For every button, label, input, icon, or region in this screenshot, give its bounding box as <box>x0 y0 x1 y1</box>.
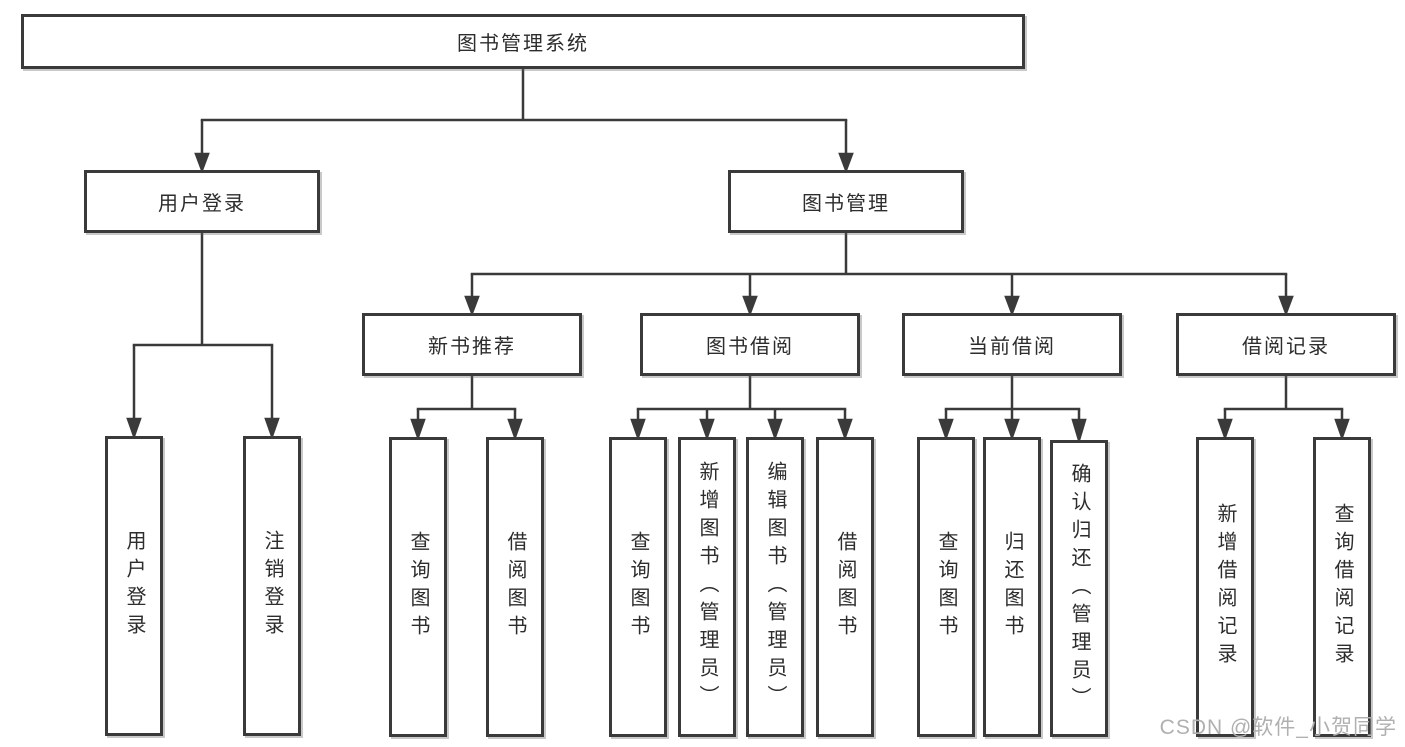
leaf-logout: 注销登录 <box>243 436 301 736</box>
leaf-borrow-books: 借阅图书 <box>816 437 874 737</box>
arrowhead <box>194 152 210 174</box>
arrowhead <box>837 418 853 441</box>
arrowhead <box>630 418 646 441</box>
leaf-borrow-books-recommend: 借阅图书 <box>486 437 544 737</box>
leaf-confirm-return-admin: 确认归还（管理员） <box>1050 440 1108 737</box>
leaf-query-books-recommend: 查询图书 <box>389 437 447 737</box>
leaf-user-login: 用户登录 <box>105 436 163 736</box>
branch-user-login: 用户登录 <box>84 170 320 233</box>
arrowhead <box>1217 418 1233 441</box>
leaf-query-books-current: 查询图书 <box>917 437 975 737</box>
arrowhead <box>938 418 954 441</box>
arrowhead <box>1278 295 1294 317</box>
arrowhead <box>838 152 854 174</box>
arrowhead <box>1334 418 1350 441</box>
arrowhead <box>767 418 783 441</box>
branch-current-borrowing: 当前借阅 <box>902 313 1122 376</box>
branch-book-borrowing: 图书借阅 <box>640 313 860 376</box>
leaf-add-book-admin: 新增图书（管理员） <box>678 437 736 737</box>
leaf-query-books-borrow: 查询图书 <box>609 437 667 737</box>
arrowhead <box>1071 418 1087 445</box>
watermark: CSDN @软件_小贺同学 <box>1159 716 1397 739</box>
leaf-query-borrowing-record: 查询借阅记录 <box>1313 437 1371 737</box>
arrowhead <box>1004 295 1020 317</box>
arrowhead <box>264 417 280 440</box>
arrowhead <box>464 295 480 317</box>
leaf-add-borrowing-record: 新增借阅记录 <box>1196 437 1254 737</box>
arrowhead <box>699 418 715 441</box>
arrowhead <box>742 295 758 317</box>
arrowhead <box>126 417 142 440</box>
branch-new-book-recommendation: 新书推荐 <box>362 313 582 376</box>
branch-book-management: 图书管理 <box>728 170 964 233</box>
arrowhead <box>1004 418 1020 441</box>
branch-borrowing-records: 借阅记录 <box>1176 313 1396 376</box>
arrowhead <box>507 418 523 441</box>
arrowhead <box>410 418 426 441</box>
leaf-edit-book-admin: 编辑图书（管理员） <box>746 437 804 737</box>
node-library-management-system: 图书管理系统 <box>21 14 1025 69</box>
leaf-return-book: 归还图书 <box>983 437 1041 737</box>
